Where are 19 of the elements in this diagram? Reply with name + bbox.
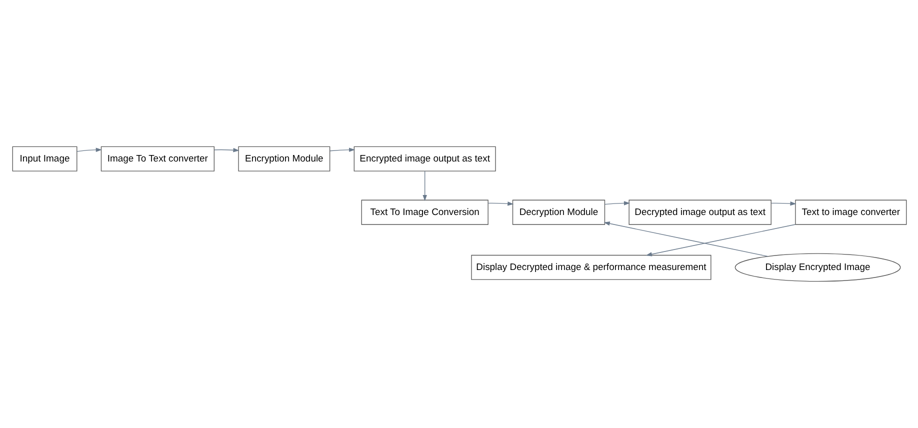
arrow (213, 148, 239, 152)
arrow (770, 201, 796, 206)
arrow (603, 221, 768, 257)
arrow (604, 201, 630, 206)
node-box: Text to image converter (794, 200, 906, 225)
node-box: Text To Image Conversion (360, 200, 488, 225)
node-box: Input Image (12, 146, 77, 172)
arrow (645, 224, 796, 256)
node-box: Decrypted image output as text (628, 200, 771, 225)
node-box: Encryption Module (238, 146, 330, 172)
node-box: Display Decrypted image & performance measurement (470, 254, 711, 280)
arrow (329, 148, 355, 152)
arrow (422, 170, 426, 202)
arrow (76, 148, 102, 152)
arrow (487, 202, 514, 206)
node-box: Encrypted image output as text (353, 146, 496, 172)
node-ellipse: Display Encrypted Image (734, 253, 900, 282)
node-box: Decryption Module (512, 200, 605, 225)
node-box: Image To Text converter (100, 146, 214, 172)
